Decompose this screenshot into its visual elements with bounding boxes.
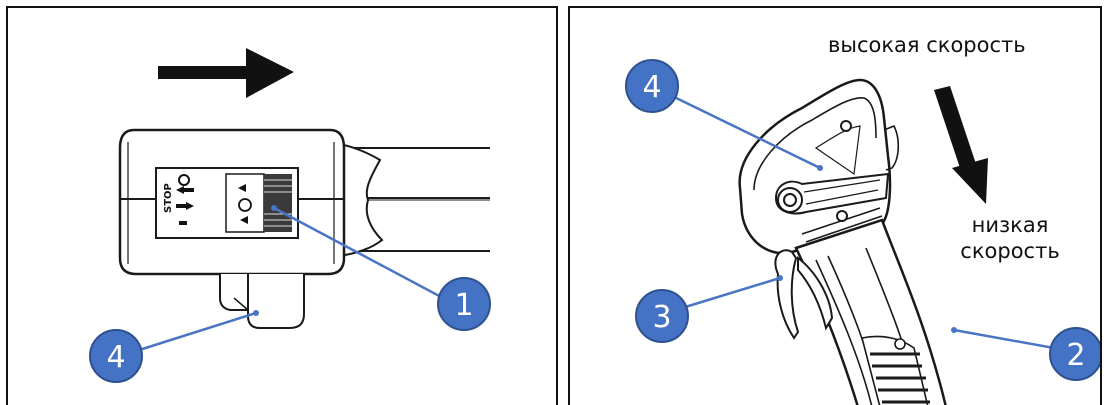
handle-side-view-drawing: высокая скорость низкая скорость	[625, 33, 1100, 405]
stop-switch-plate: STOP	[155, 167, 299, 239]
low-speed-label-line2: скорость	[960, 239, 1059, 263]
trigger	[774, 249, 834, 340]
leader-line-1	[273, 206, 459, 308]
leader-line-4	[135, 311, 257, 353]
trigger-lever	[219, 274, 305, 329]
svg-text:2: 2	[1066, 338, 1085, 373]
direction-arrow-right	[158, 48, 294, 98]
callout-4: 4	[89, 329, 143, 383]
leader-line-2	[953, 328, 1055, 350]
callout-3: 3	[635, 289, 689, 343]
left-panel: STOP	[6, 6, 558, 405]
callout-1: 1	[437, 277, 491, 331]
speed-direction-arrow	[934, 86, 988, 204]
leader-line-4-right	[667, 92, 821, 170]
svg-text:3: 3	[652, 300, 671, 335]
svg-text:4: 4	[642, 70, 661, 105]
callout-4-right: 4	[625, 59, 679, 113]
right-panel: высокая скорость низкая скорость	[568, 6, 1102, 405]
low-speed-label-line1: низкая	[972, 213, 1049, 237]
callout-2: 2	[1049, 327, 1100, 381]
leader-line-3	[681, 276, 781, 310]
speed-lever	[774, 120, 890, 222]
handle-details	[753, 97, 930, 405]
switch-top-view-drawing: STOP	[89, 48, 491, 383]
svg-text:4: 4	[106, 340, 125, 375]
high-speed-label: высокая скорость	[828, 33, 1026, 57]
housing-collar	[337, 142, 384, 258]
svg-text:1: 1	[454, 288, 473, 323]
stop-label: STOP	[163, 183, 174, 213]
